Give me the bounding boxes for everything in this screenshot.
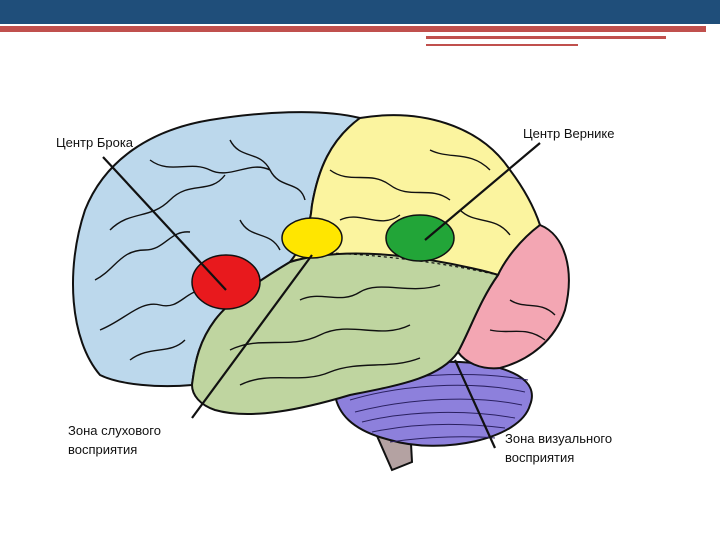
brain-gyri (94, 139, 556, 386)
visual-zone-label: Зона визуального восприятия (505, 429, 612, 467)
visual-leader-line (453, 359, 497, 449)
wernicke-label: Центр Вернике (523, 126, 615, 141)
broca-area-marker (191, 254, 261, 310)
auditory-zone-label-line2: восприятия (68, 442, 138, 457)
visual-zone-label-line2: восприятия (505, 450, 575, 465)
lobe-boundary-dotted (329, 252, 499, 276)
yellow-area-marker (281, 217, 343, 259)
header-bar (0, 0, 720, 24)
auditory-zone-label-line1: Зона слухового (68, 423, 161, 438)
header-accent-line-short (426, 36, 666, 39)
auditory-zone-label: Зона слухового восприятия (68, 421, 161, 459)
header-accent-line (0, 26, 706, 32)
header-accent-line-thin (426, 44, 578, 46)
occipital-lobe (456, 223, 570, 370)
broca-leader-line (102, 156, 227, 291)
broca-label: Центр Брока (56, 135, 134, 150)
auditory-leader-line (191, 254, 313, 419)
wernicke-area-marker (385, 214, 455, 262)
visual-zone-label-line1: Зона визуального (505, 431, 613, 446)
wernicke-leader-line (424, 142, 541, 241)
